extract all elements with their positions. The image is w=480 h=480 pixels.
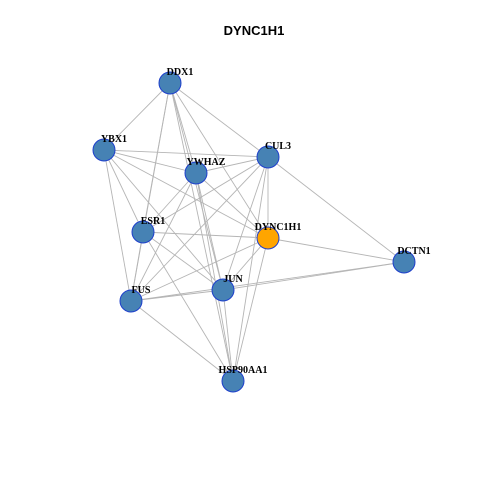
edge-dync1h1-hsp90aa1 [232, 237, 269, 382]
edge-ddx1-dync1h1 [169, 82, 269, 239]
node-layer [92, 71, 416, 393]
edge-ybx1-dync1h1 [103, 149, 269, 239]
node-label-esr1: ESR1 [141, 216, 165, 227]
edge-dync1h1-fus [130, 237, 269, 302]
edge-dctn1-jun [222, 261, 405, 291]
edge-cul3-hsp90aa1 [232, 156, 269, 382]
edge-ybx1-fus [103, 149, 132, 302]
edge-dync1h1-dctn1 [267, 237, 405, 263]
edge-ywhaz-fus [130, 172, 197, 302]
node-label-ybx1: YBX1 [101, 134, 127, 145]
edge-jun-hsp90aa1 [222, 289, 234, 382]
edge-ddx1-ywhaz [169, 82, 197, 174]
node-dync1h1 [256, 226, 280, 250]
edge-esr1-jun [142, 231, 224, 291]
node-label-ddx1: DDX1 [167, 67, 194, 78]
edge-esr1-hsp90aa1 [142, 231, 234, 382]
node-dctn1 [392, 250, 416, 274]
node-fus [119, 289, 143, 313]
node-label-jun: JUN [223, 274, 243, 285]
node-ybx1 [92, 138, 116, 162]
edge-ywhaz-dync1h1 [195, 172, 269, 239]
node-ywhaz [184, 161, 208, 185]
node-cul3 [256, 145, 280, 169]
edge-ddx1-ybx1 [103, 82, 171, 151]
node-label-dync1h1: DYNC1H1 [255, 222, 302, 233]
node-label-hsp90aa1: HSP90AA1 [219, 365, 268, 376]
node-esr1 [131, 220, 155, 244]
edge-ybx1-esr1 [103, 149, 144, 233]
edge-ywhaz-jun [195, 172, 224, 291]
node-label-ywhaz: YWHAZ [187, 157, 226, 168]
edge-cul3-ywhaz [195, 156, 269, 174]
graph-title: DYNC1H1 [224, 23, 285, 38]
edge-esr1-fus [130, 231, 144, 302]
edge-ybx1-ywhaz [103, 149, 197, 174]
node-label-fus: FUS [132, 285, 151, 296]
edge-cul3-dctn1 [267, 156, 405, 263]
edge-cul3-fus [130, 156, 269, 302]
edge-layer [103, 82, 405, 382]
edge-cul3-esr1 [142, 156, 269, 233]
edge-ywhaz-esr1 [142, 172, 197, 233]
edge-ddx1-hsp90aa1 [169, 82, 234, 382]
edge-ddx1-cul3 [169, 82, 269, 158]
node-label-dctn1: DCTN1 [397, 246, 430, 257]
node-ddx1 [158, 71, 182, 95]
edge-ybx1-cul3 [103, 149, 269, 158]
edge-fus-jun [130, 289, 224, 302]
edge-dctn1-fus [130, 261, 405, 302]
node-label-cul3: CUL3 [265, 141, 291, 152]
edge-esr1-dync1h1 [142, 231, 269, 239]
node-jun [211, 278, 235, 302]
edge-fus-hsp90aa1 [130, 300, 234, 382]
node-hsp90aa1 [221, 369, 245, 393]
edge-ywhaz-hsp90aa1 [195, 172, 234, 382]
edge-ddx1-jun [169, 82, 224, 291]
edge-cul3-jun [222, 156, 269, 291]
